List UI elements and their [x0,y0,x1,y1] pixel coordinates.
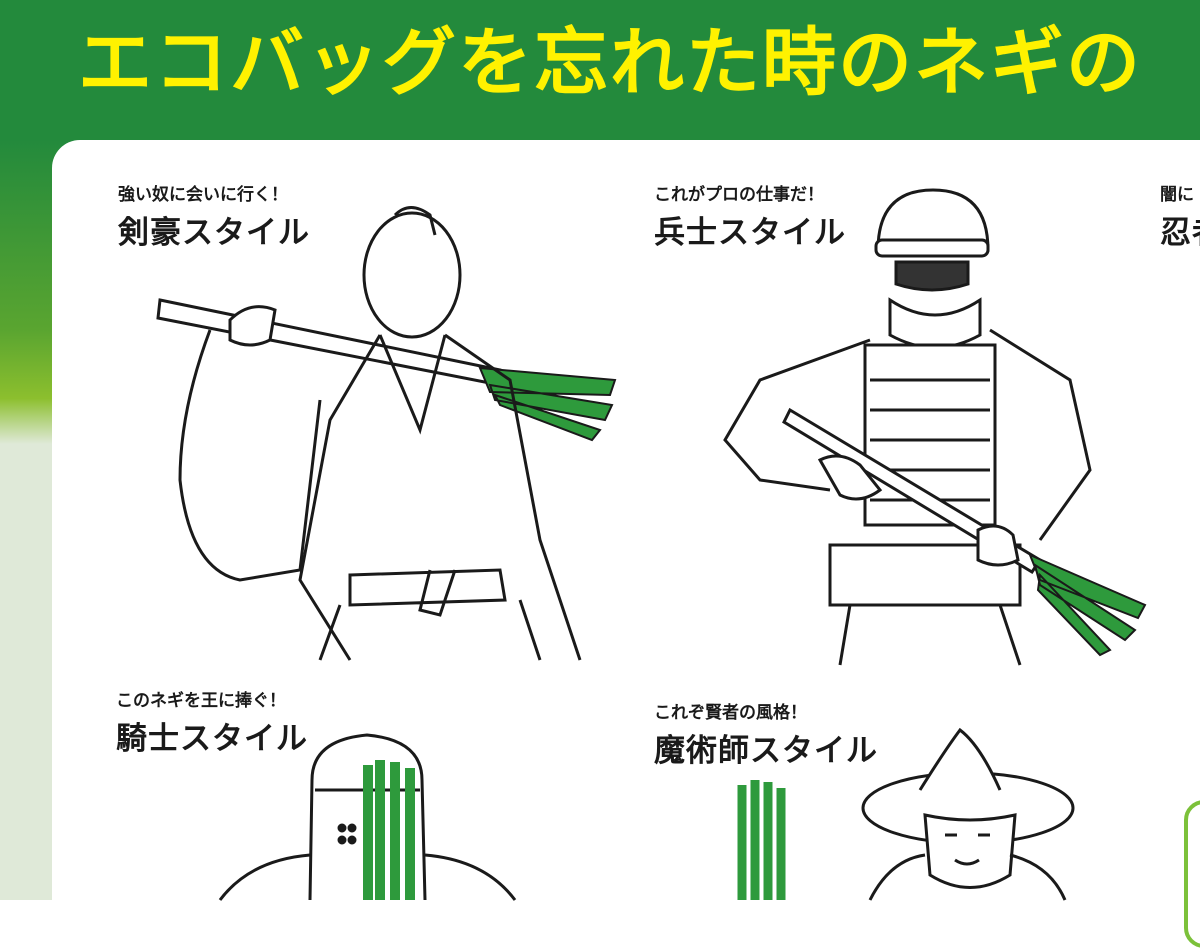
tagline: 強い奴に会いに行く！ [118,185,288,205]
tagline: これがプロの仕事だ！ [654,185,824,205]
tagline: 闇に [1160,185,1194,205]
tagline: これぞ賢者の風格！ [654,703,807,723]
style-label-wizard: これぞ賢者の風格！ 魔術師スタイル [654,698,878,770]
swordsman-illustration [156,206,617,661]
style-name: 剣豪スタイル [118,215,310,251]
style-label-soldier: これがプロの仕事だ！ 兵士スタイル [654,180,846,252]
leek-icon [737,780,786,900]
wizard-illustration [737,727,1075,901]
tagline: このネギを王に捧ぐ！ [116,691,286,711]
style-name: 魔術師スタイル [654,733,878,769]
style-name: 騎士スタイル [116,721,308,757]
header-band [0,0,1200,150]
style-label-swordsman: 強い奴に会いに行く！ 剣豪スタイル [118,180,310,252]
style-name: 忍者 [1160,215,1200,251]
page-title: エコバッグを忘れた時のネギの [78,20,1142,106]
left-gradient-strip [0,140,60,900]
knight-illustration [218,733,517,901]
style-label-knight: このネギを王に捧ぐ！ 騎士スタイル [116,686,308,758]
info-box-corner [1184,800,1200,948]
style-label-ninja: 闇に 忍者 [1160,180,1200,252]
style-name: 兵士スタイル [654,215,846,251]
leek-icon [782,407,1147,657]
soldier-illustration [723,188,1147,666]
leek-icon [363,760,415,900]
